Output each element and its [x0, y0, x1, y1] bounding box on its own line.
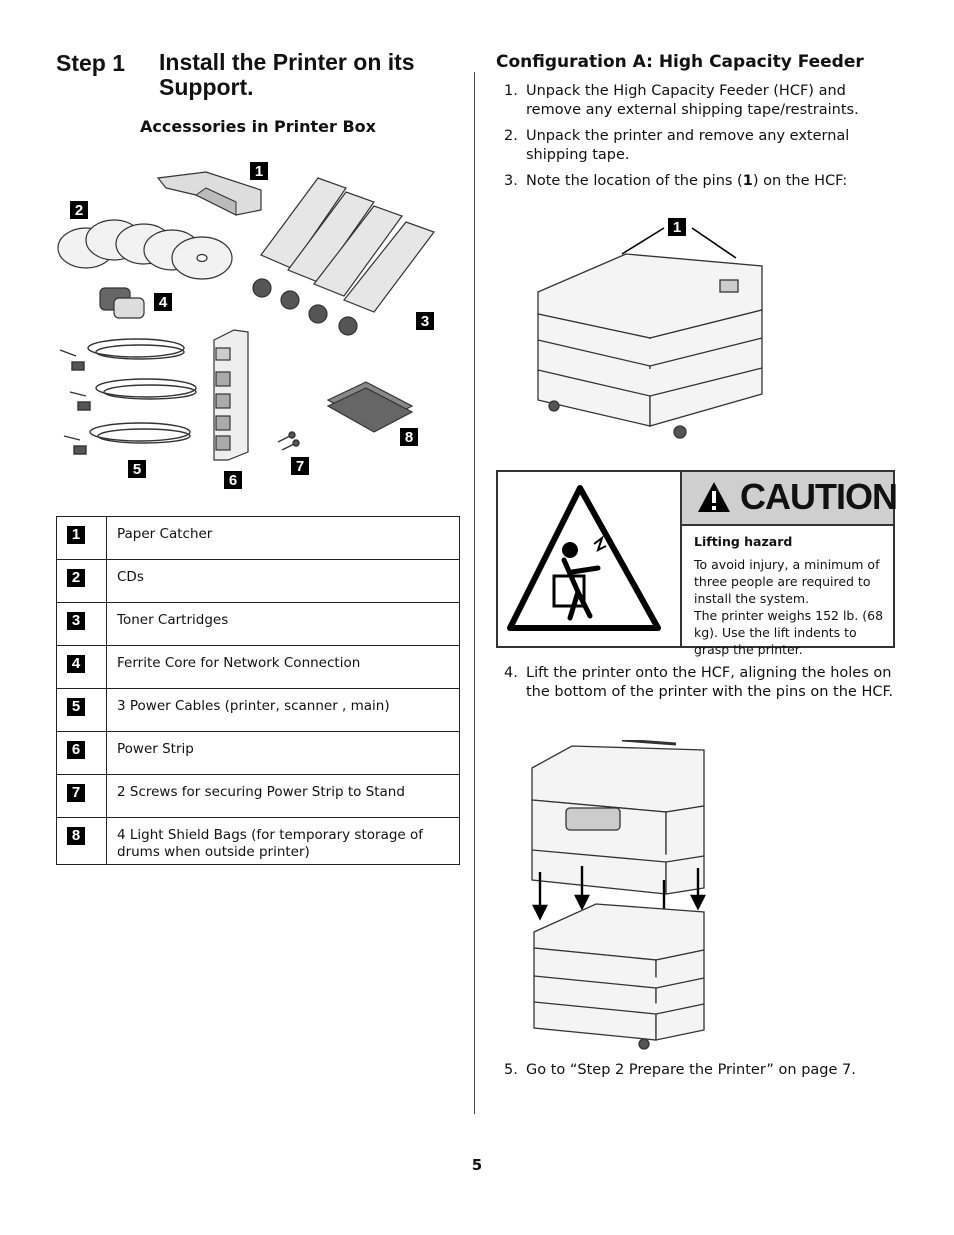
- item-number-badge: 1: [67, 526, 85, 544]
- configuration-heading: Configuration A: High Capacity Feeder: [496, 52, 864, 72]
- item-description: CDs: [106, 559, 460, 603]
- item-description: 3 Power Cables (printer, scanner , main): [106, 688, 460, 732]
- accessories-table: 1 Paper Catcher 2 CDs 3 Toner Cartridges…: [56, 516, 460, 865]
- item-description: Ferrite Core for Network Connection: [106, 645, 460, 689]
- caution-box: CAUTION Lifting hazard To avoid injury, …: [496, 470, 898, 657]
- item-number-badge: 6: [67, 741, 85, 759]
- svg-text:2: 2: [75, 202, 83, 219]
- callout-7: 7: [291, 457, 309, 475]
- cds-drawing: [57, 219, 233, 280]
- table-row: 2 CDs: [56, 559, 460, 603]
- item-description: Power Strip: [106, 731, 460, 775]
- callout-5: 5: [128, 460, 146, 478]
- svg-text:6: 6: [229, 472, 237, 489]
- item-number-badge: 8: [67, 827, 85, 845]
- item-description: 2 Screws for securing Power Strip to Sta…: [106, 774, 460, 818]
- table-row: 5 3 Power Cables (printer, scanner , mai…: [56, 688, 460, 732]
- ferrite-core-drawing: [99, 287, 145, 319]
- screws-drawing: [277, 431, 300, 451]
- item-number-badge: 2: [67, 569, 85, 587]
- svg-text:3: 3: [421, 313, 429, 330]
- callout-2: 2: [70, 201, 88, 219]
- svg-text:8: 8: [405, 429, 413, 446]
- callout-4: 4: [154, 293, 172, 311]
- table-row: 7 2 Screws for securing Power Strip to S…: [56, 774, 460, 818]
- caution-title: CAUTION: [740, 476, 898, 517]
- accessories-illustration: 1 2 3 4 5 6 7 8: [57, 162, 435, 489]
- light-shield-bags-drawing: [326, 381, 414, 433]
- paper-catcher-drawing: [156, 171, 262, 216]
- svg-text:1: 1: [255, 163, 263, 180]
- item-description: Paper Catcher: [106, 516, 460, 560]
- column-divider: [474, 72, 475, 1114]
- lifting-hazard-icon: [507, 485, 661, 631]
- callout-1: 1: [250, 162, 268, 180]
- step-item-1: 1. Unpack the High Capacity Feeder (HCF)…: [504, 83, 859, 118]
- table-row: 1 Paper Catcher: [56, 516, 460, 560]
- step-number: Step 1: [56, 50, 126, 76]
- caution-instruction: To avoid injury, a minimum of three peop…: [694, 557, 880, 606]
- callout-8: 8: [400, 428, 418, 446]
- power-strip-drawing: [213, 329, 249, 461]
- toner-cartridges-drawing: [252, 177, 435, 336]
- svg-text:7: 7: [296, 458, 304, 475]
- caution-weight: The printer weighs 152 lb. (68 kg). Use …: [694, 608, 884, 657]
- page-number: 5: [471, 1156, 483, 1174]
- step-item-4: 4. Lift the printer onto the HCF, aligni…: [504, 665, 894, 700]
- item-number-badge: 4: [67, 655, 85, 673]
- hcf-illustration: 1: [537, 218, 763, 439]
- svg-text:4: 4: [159, 294, 168, 311]
- item-description: 4 Light Shield Bags (for temporary stora…: [106, 817, 460, 865]
- step-title: Install the Printer on its Support.: [159, 49, 415, 100]
- printer-on-hcf-illustration: [531, 740, 706, 1050]
- callout-6: 6: [224, 471, 242, 489]
- power-cables-drawing: [59, 338, 197, 455]
- item-description: Toner Cartridges: [106, 602, 460, 646]
- step-item-5: 5. Go to “Step 2 Prepare the Printer” on…: [504, 1062, 856, 1078]
- item-number-badge: 7: [67, 784, 85, 802]
- table-row: 8 4 Light Shield Bags (for temporary sto…: [56, 817, 460, 865]
- hazard-type: Lifting hazard: [694, 534, 793, 549]
- warning-icon: [698, 482, 730, 512]
- item-number-badge: 5: [67, 698, 85, 716]
- step-item-3: 3. Note the location of the pins (1) on …: [504, 173, 848, 189]
- accessories-heading: Accessories in Printer Box: [140, 117, 376, 136]
- item-number-badge: 3: [67, 612, 85, 630]
- table-row: 6 Power Strip: [56, 731, 460, 775]
- table-row: 4 Ferrite Core for Network Connection: [56, 645, 460, 689]
- pin-callout: 1: [673, 219, 681, 236]
- step-item-2: 2. Unpack the printer and remove any ext…: [504, 128, 850, 163]
- svg-text:5: 5: [133, 461, 141, 478]
- callout-3: 3: [416, 312, 434, 330]
- table-row: 3 Toner Cartridges: [56, 602, 460, 646]
